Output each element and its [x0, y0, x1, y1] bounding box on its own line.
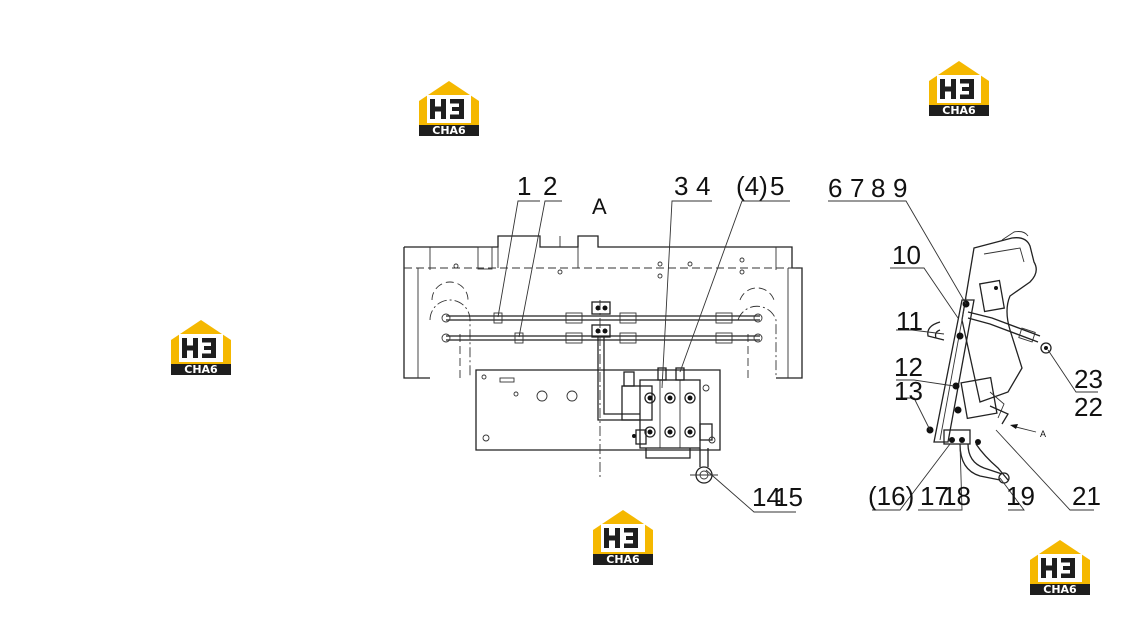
callout-17: 17: [920, 481, 949, 511]
logo-watermark-5: CHA6: [1030, 540, 1090, 596]
callout-22: 22: [1074, 392, 1103, 422]
logo-caption: CHA6: [432, 124, 466, 137]
callout-6: 6: [828, 173, 842, 203]
view-side: [828, 200, 1098, 511]
callout-14: 14: [752, 482, 781, 512]
callout-23: 23: [1074, 364, 1103, 394]
callout-4: 4: [696, 171, 710, 201]
callout-21: 21: [1072, 481, 1101, 511]
logo-caption: CHA6: [1043, 583, 1077, 596]
multi-way-valve: [621, 367, 713, 459]
callout-5: 5: [770, 171, 784, 201]
view-label-a: A: [592, 194, 607, 219]
logo-watermark-4: CHA6: [593, 510, 653, 566]
callout-10: 10: [892, 240, 921, 270]
callout-12: 12: [894, 352, 923, 382]
view-arrow-label-a: A: [1040, 429, 1046, 439]
callout-19: 19: [1006, 481, 1035, 511]
callout-4-ref: (4): [736, 171, 768, 201]
logo-watermark-3: CHA6: [171, 320, 231, 376]
callout-7: 7: [850, 173, 864, 203]
callout-16-ref: (16): [868, 481, 914, 511]
callout-18: 18: [942, 481, 971, 511]
callout-9: 9: [893, 173, 907, 203]
logo-caption: CHA6: [942, 104, 976, 117]
callout-1: 1: [517, 171, 531, 201]
callout-2: 2: [543, 171, 557, 201]
view-a-front: [403, 200, 803, 513]
logo-caption: CHA6: [606, 553, 640, 566]
callout-11: 11: [896, 306, 923, 336]
callout-15: 15: [774, 482, 803, 512]
callout-13: 13: [894, 376, 923, 406]
logo-watermark-2: CHA6: [929, 61, 989, 117]
callout-3: 3: [674, 171, 688, 201]
logo-watermark-1: CHA6: [419, 81, 479, 137]
logo-caption: CHA6: [184, 363, 218, 376]
callout-8: 8: [871, 173, 885, 203]
